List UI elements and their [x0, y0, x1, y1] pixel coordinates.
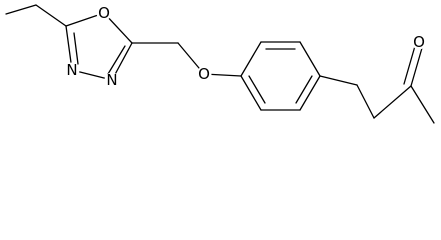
- atom-label-nitrogen-left: N: [66, 61, 77, 79]
- bond-ring-f: [240, 75, 262, 111]
- bond-carbonyl: [410, 47, 423, 87]
- bond-methyl: [410, 85, 435, 124]
- bond-ring-d-inner: [295, 75, 313, 104]
- bond-ring-f-inner: [248, 75, 266, 104]
- bond-chain-2: [356, 84, 375, 119]
- bond-ethyl-ch2: [35, 4, 67, 27]
- atom-label-ether-oxygen: O: [198, 65, 210, 83]
- molecule-drawing: O N N O O: [5, 4, 435, 124]
- bond-ring-c: [299, 41, 321, 77]
- atom-label-ring-oxygen: O: [98, 4, 110, 22]
- bond-carbonyl-double: [403, 45, 416, 85]
- bond-ethyl-ch3: [5, 4, 37, 15]
- bond-chain-3: [373, 85, 412, 119]
- bond-n4-c5-double: [73, 32, 79, 65]
- structure-canvas: O N N O O: [5, 4, 435, 124]
- bond-chain-1: [319, 75, 358, 86]
- bond-ring-a: [240, 41, 262, 77]
- atom-label-nitrogen-right: N: [106, 71, 117, 89]
- atom-label-ketone-oxygen: O: [413, 33, 425, 51]
- bond-c2-n3-double: [107, 45, 126, 75]
- bond-ring-d: [299, 75, 321, 111]
